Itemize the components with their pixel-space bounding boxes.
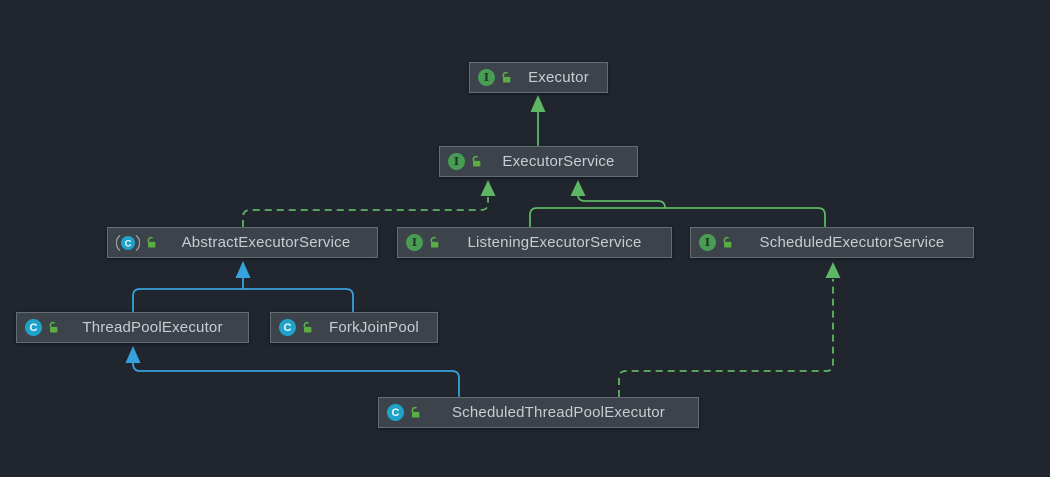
unlocked-icon <box>301 321 314 334</box>
interface-icon: I <box>699 234 716 251</box>
class-node-executor[interactable]: I Executor <box>469 62 608 93</box>
edge-threadpoolexecutor-forkjoinpool-extend-abstract[interactable] <box>132 261 354 312</box>
unlocked-icon <box>145 236 158 249</box>
unlocked-icon <box>428 236 441 249</box>
edge-listening-and-scheduled-extend-executorservice[interactable] <box>529 180 826 227</box>
edge-abstractexecutorservice-implements-executorservice[interactable] <box>242 180 496 227</box>
class-name-label: Executor <box>528 69 589 86</box>
interface-icon: I <box>406 234 423 251</box>
class-icon: C <box>25 319 42 336</box>
unlocked-icon <box>470 155 483 168</box>
class-name-label: AbstractExecutorService <box>181 234 351 251</box>
abstract-class-icon: C <box>116 234 140 252</box>
class-name-label: ScheduledExecutorService <box>759 234 945 251</box>
class-node-executorservice[interactable]: I ExecutorService <box>439 146 638 177</box>
class-icon: C <box>387 404 404 421</box>
edge-scheduledthreadpoolexecutor-extends-threadpoolexecutor[interactable] <box>125 346 460 397</box>
unlocked-icon <box>47 321 60 334</box>
class-node-abstractexecutorservice[interactable]: C AbstractExecutorService <box>107 227 378 258</box>
class-node-threadpoolexecutor[interactable]: C ThreadPoolExecutor <box>16 312 249 343</box>
class-node-scheduledthreadpoolexecutor[interactable]: C ScheduledThreadPoolExecutor <box>378 397 699 428</box>
unlocked-icon <box>721 236 734 249</box>
class-name-label: ThreadPoolExecutor <box>82 319 223 336</box>
svg-text:C: C <box>125 238 132 249</box>
class-name-label: ListeningExecutorService <box>467 234 642 251</box>
unlocked-icon <box>500 71 513 84</box>
class-node-listeningexecutorservice[interactable]: I ListeningExecutorService <box>397 227 672 258</box>
class-name-label: ForkJoinPool <box>329 319 419 336</box>
class-node-scheduledexecutorservice[interactable]: I ScheduledExecutorService <box>690 227 974 258</box>
unlocked-icon <box>409 406 422 419</box>
class-name-label: ScheduledThreadPoolExecutor <box>451 404 666 421</box>
class-icon: C <box>279 319 296 336</box>
edge-executorservice-extends-executor[interactable] <box>530 95 546 146</box>
class-name-label: ExecutorService <box>502 153 615 170</box>
edge-scheduledthreadpoolexecutor-implements-scheduledexecutorservice[interactable] <box>618 262 841 397</box>
interface-icon: I <box>478 69 495 86</box>
interface-icon: I <box>448 153 465 170</box>
class-node-forkjoinpool[interactable]: C ForkJoinPool <box>270 312 438 343</box>
